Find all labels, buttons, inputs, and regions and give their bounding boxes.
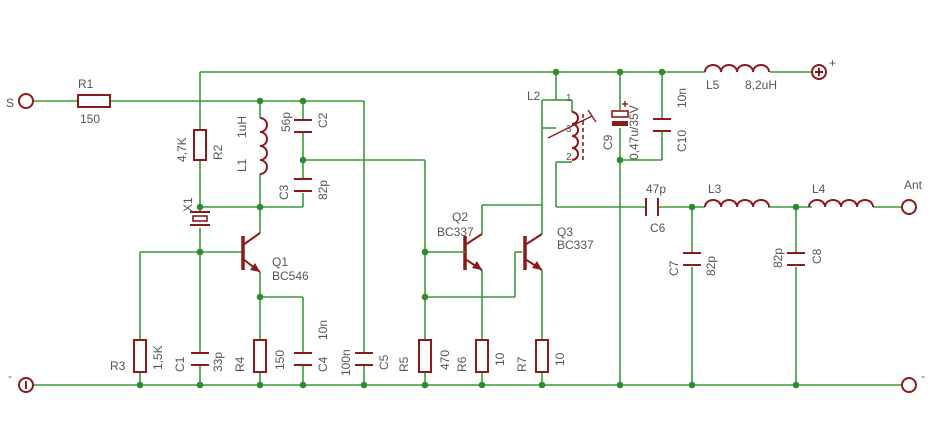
c4-name: C4 — [316, 356, 330, 372]
port-plus[interactable]: + — [811, 56, 836, 80]
capacitor-c5[interactable]: 100n C5 — [339, 349, 391, 376]
c4-value: 10n — [316, 320, 330, 340]
port-plus-label: + — [829, 56, 836, 70]
r4-name: R4 — [233, 356, 247, 372]
transistor-q2[interactable]: Q2 BC337 — [437, 210, 483, 271]
resistor-r3[interactable]: R3 1,5K — [110, 339, 165, 373]
inductor-l5[interactable]: L5 8,2uH — [704, 64, 777, 92]
c5-name: C5 — [377, 354, 391, 370]
c8-value: 82p — [771, 248, 785, 268]
capacitor-c2[interactable]: 56p C2 — [279, 112, 330, 133]
l2-pin-1: 1 — [566, 93, 572, 104]
port-gnd-left-label: - — [8, 369, 12, 383]
inductor-l3[interactable]: L3 — [704, 182, 770, 208]
l3-name: L3 — [708, 182, 722, 196]
c6-value: 47p — [646, 182, 666, 196]
c10-name: C10 — [675, 130, 689, 152]
port-gnd-left[interactable]: - — [8, 369, 34, 393]
r3-value: 1,5K — [151, 345, 165, 370]
r2-name: R2 — [211, 144, 225, 160]
capacitor-c8[interactable]: 82p C8 — [771, 248, 824, 268]
inductor-l1[interactable]: L1 1uH — [235, 116, 268, 175]
resistor-r6[interactable]: R6 10 — [455, 339, 507, 373]
q2-value: BC337 — [437, 225, 474, 239]
port-gnd-right-label: - — [921, 369, 925, 383]
resistor-r1[interactable]: R1 150 — [77, 77, 111, 126]
c6-name: C6 — [650, 221, 666, 235]
wires — [33, 71, 903, 386]
q1-name: Q1 — [272, 255, 288, 269]
x1-name: X1 — [181, 197, 195, 212]
resistor-r2[interactable]: R2 4,7K — [175, 129, 225, 162]
junctions — [136, 68, 800, 389]
l2-pin-2: 2 — [566, 152, 572, 163]
inductor-l4[interactable]: L4 — [808, 182, 874, 208]
resistor-r4[interactable]: R4 150 — [233, 339, 287, 373]
l5-name: L5 — [706, 78, 720, 92]
r5-name: R5 — [397, 356, 411, 372]
l1-value: 1uH — [235, 116, 249, 138]
capacitor-c9[interactable]: C9 0,47u/35V — [601, 101, 641, 160]
c2-value: 56p — [279, 112, 293, 132]
r1-value: 150 — [80, 112, 100, 126]
resistor-r5[interactable]: R5 470 — [397, 339, 452, 373]
l1-name: L1 — [235, 158, 249, 172]
port-s[interactable]: S — [6, 93, 34, 110]
r4-value: 150 — [273, 350, 287, 370]
r7-name: R7 — [515, 356, 529, 372]
r6-value: 10 — [493, 352, 507, 366]
r5-value: 470 — [438, 350, 452, 370]
c5-value: 100n — [339, 349, 353, 376]
c1-name: C1 — [173, 356, 187, 372]
c7-value: 82p — [704, 256, 718, 276]
port-gnd-right[interactable]: - — [901, 369, 925, 393]
r7-value: 10 — [553, 352, 567, 366]
r6-name: R6 — [455, 356, 469, 372]
c9-value: 0,47u/35V — [627, 105, 641, 160]
c1-value: 33p — [211, 352, 225, 372]
r2-value: 4,7K — [175, 137, 189, 162]
capacitor-c10[interactable]: 10n C10 — [653, 88, 689, 152]
c3-name: C3 — [277, 184, 291, 200]
capacitor-c3[interactable]: C3 82p — [277, 178, 330, 200]
r1-name: R1 — [78, 77, 94, 91]
l4-name: L4 — [812, 182, 826, 196]
transistor-q1[interactable]: Q1 BC546 — [241, 232, 309, 283]
capacitor-c4[interactable]: C4 10n — [294, 320, 330, 372]
l5-value: 8,2uH — [745, 78, 777, 92]
c3-value: 82p — [316, 180, 330, 200]
c10-value: 10n — [675, 88, 689, 108]
inductor-l2[interactable]: L2 1 3 2 — [527, 89, 597, 163]
crystal-x1[interactable]: X1 — [181, 197, 210, 226]
resistor-r7[interactable]: R7 10 — [515, 339, 567, 373]
port-ant[interactable]: Ant — [901, 178, 923, 215]
r3-name: R3 — [110, 359, 126, 373]
c8-name: C8 — [810, 248, 824, 264]
c9-name: C9 — [601, 134, 615, 150]
transistor-q3[interactable]: Q3 BC337 — [523, 225, 594, 271]
c2-name: C2 — [316, 112, 330, 128]
q1-value: BC546 — [272, 269, 309, 283]
capacitor-c6[interactable]: 47p C6 — [645, 182, 666, 235]
port-s-label: S — [6, 96, 14, 110]
capacitor-c7[interactable]: C7 82p — [667, 252, 718, 276]
capacitor-c1[interactable]: C1 33p — [173, 352, 225, 372]
l2-name: L2 — [527, 89, 541, 103]
c7-name: C7 — [667, 260, 681, 276]
l2-pin-3: 3 — [566, 124, 572, 135]
q3-value: BC337 — [557, 238, 594, 252]
port-ant-label: Ant — [904, 178, 923, 192]
q3-name: Q3 — [557, 225, 573, 239]
q2-name: Q2 — [452, 210, 468, 224]
